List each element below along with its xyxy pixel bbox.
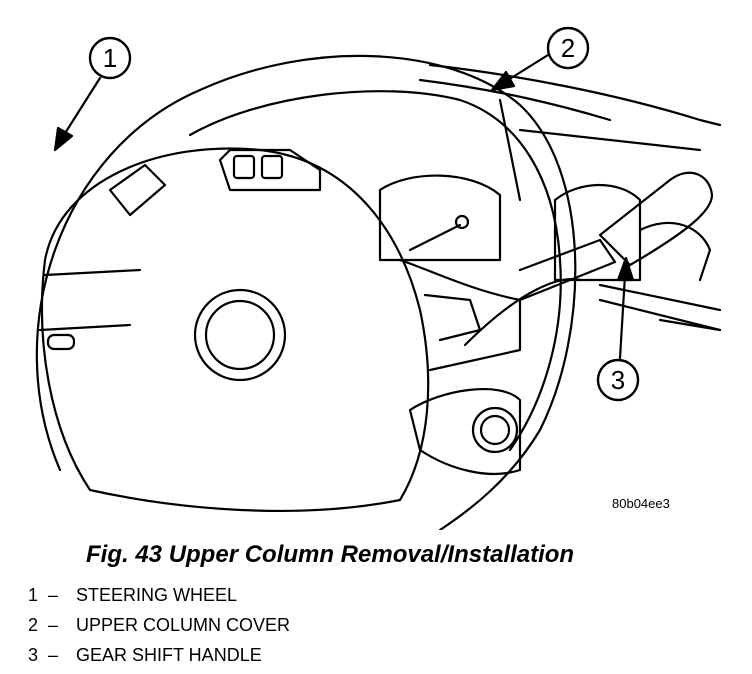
legend-list: 1–STEERING WHEEL 2–UPPER COLUMN COVER 3–… (28, 580, 290, 670)
legend-number: 1 (28, 585, 39, 605)
legend-item: 1–STEERING WHEEL (28, 580, 290, 610)
airbag-hub (40, 147, 430, 512)
legend-number: 2 (28, 615, 39, 635)
horn-pad (193, 288, 287, 382)
callout-1-label: 1 (103, 43, 117, 73)
legend-item: 2–UPPER COLUMN COVER (28, 610, 290, 640)
ignition-switch (471, 406, 519, 454)
legend-label: GEAR SHIFT HANDLE (76, 645, 262, 665)
legend-separator: – (48, 645, 59, 665)
steering-wheel-rim (35, 54, 577, 530)
figure-caption: Fig. 43 Upper Column Removal/Installatio… (86, 541, 575, 568)
callout-3-label: 3 (611, 365, 625, 395)
legend-label: STEERING WHEEL (76, 585, 238, 605)
steering-wheel-rim-inner (188, 90, 562, 452)
steering-column-illustration: 1 2 3 (35, 26, 722, 530)
gear-shift-handle (598, 171, 714, 267)
legend-label: UPPER COLUMN COVER (76, 615, 291, 635)
callout-2-label: 2 (561, 33, 575, 63)
legend-number: 3 (28, 645, 39, 665)
upper-column-cover (428, 63, 722, 127)
legend-separator: – (48, 615, 59, 635)
legend-item: 3–GEAR SHIFT HANDLE (28, 640, 290, 670)
legend-separator: – (48, 585, 59, 605)
figure-code: 80b04ee3 (612, 496, 670, 511)
